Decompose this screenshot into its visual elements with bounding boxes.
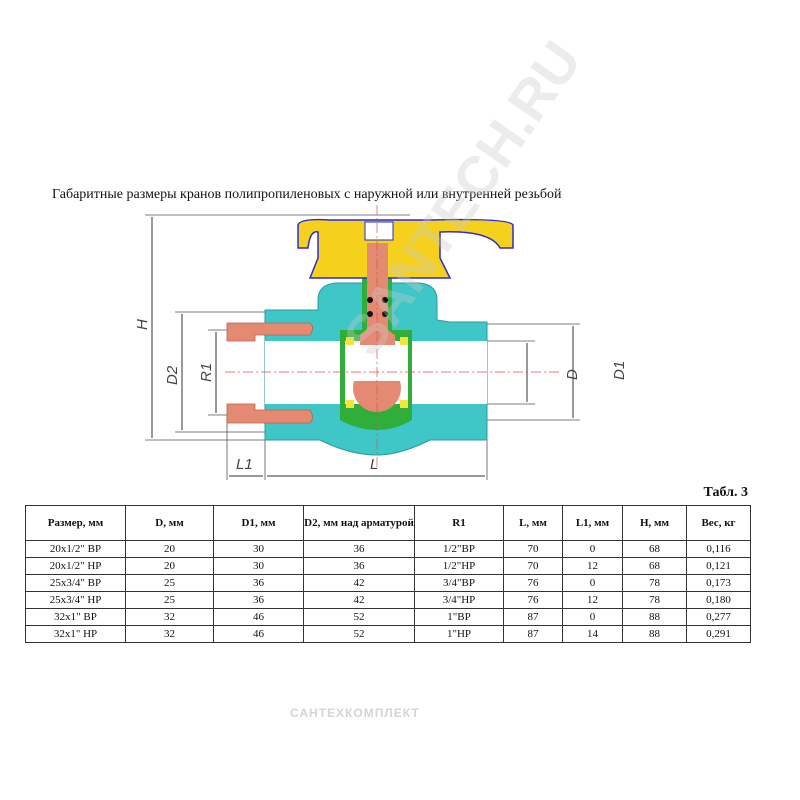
table-cell: 68 bbox=[622, 540, 687, 558]
table-cell: 0,116 bbox=[686, 540, 751, 558]
table-cell: 70 bbox=[503, 557, 563, 575]
dimension-lines bbox=[151, 217, 574, 477]
document-title: Габаритные размеры кранов полипропиленов… bbox=[52, 187, 562, 202]
table-cell: 68 bbox=[622, 557, 687, 575]
table-cell: 1/2"ВР bbox=[414, 540, 504, 558]
table-cell: 14 bbox=[562, 625, 623, 643]
seat bbox=[346, 337, 354, 345]
table-cell: 25x3/4" НР bbox=[25, 591, 126, 609]
header-cell: R1 bbox=[414, 505, 504, 541]
center-lines bbox=[225, 205, 560, 470]
table-cell: 20x1/2" ВР bbox=[25, 540, 126, 558]
header-cell: L, мм bbox=[503, 505, 563, 541]
table-cell: 20x1/2" НР bbox=[25, 557, 126, 575]
header-cell: D2, мм над арматурой bbox=[303, 505, 415, 541]
header-cell: Размер, мм bbox=[25, 505, 126, 541]
table-cell: 0,277 bbox=[686, 608, 751, 626]
table-cell: 32 bbox=[125, 608, 214, 626]
table-caption: Табл. 3 bbox=[703, 485, 749, 500]
table-cell: 0 bbox=[562, 608, 623, 626]
table-cell: 12 bbox=[562, 591, 623, 609]
header-cell: L1, мм bbox=[562, 505, 623, 541]
table-cell: 20 bbox=[125, 540, 214, 558]
table-cell: 88 bbox=[622, 608, 687, 626]
table-cell: 12 bbox=[562, 557, 623, 575]
table-cell: 46 bbox=[213, 608, 304, 626]
table-cell: 0 bbox=[562, 574, 623, 592]
label-D2: D2 bbox=[164, 365, 181, 385]
stem bbox=[360, 243, 395, 345]
watermark-logo: САНТЕХКОМПЛЕКТ bbox=[290, 706, 420, 720]
table-cell: 25 bbox=[125, 591, 214, 609]
table-cell: 36 bbox=[303, 540, 415, 558]
table-cell: 88 bbox=[622, 625, 687, 643]
label-L: L bbox=[370, 456, 378, 473]
table-cell: 87 bbox=[503, 608, 563, 626]
table-cell: 32x1" НР bbox=[25, 625, 126, 643]
table-cell: 20 bbox=[125, 557, 214, 575]
threaded-nipple bbox=[226, 322, 313, 424]
table-cell: 78 bbox=[622, 591, 687, 609]
table-cell: 25 bbox=[125, 574, 214, 592]
label-R1: R1 bbox=[198, 363, 215, 382]
table-cell: 32 bbox=[125, 625, 214, 643]
table-header-row: Размер, мм D, мм D1, мм D2, мм над армат… bbox=[25, 505, 751, 541]
table-cell: 52 bbox=[303, 625, 415, 643]
table-cell: 42 bbox=[303, 591, 415, 609]
table-cell: 32x1" ВР bbox=[25, 608, 126, 626]
label-H: H bbox=[134, 319, 151, 330]
table-cell: 3/4"НР bbox=[414, 591, 504, 609]
header-cell: D, мм bbox=[125, 505, 214, 541]
table-cell: 0,121 bbox=[686, 557, 751, 575]
table-cell: 76 bbox=[503, 591, 563, 609]
table-cell: 25x3/4" ВР bbox=[25, 574, 126, 592]
label-L1: L1 bbox=[236, 456, 253, 473]
table-cell: 0,180 bbox=[686, 591, 751, 609]
table-cell: 87 bbox=[503, 625, 563, 643]
label-D: D bbox=[564, 369, 581, 380]
table-cell: 52 bbox=[303, 608, 415, 626]
table-cell: 1/2"НР bbox=[414, 557, 504, 575]
header-cell: D1, мм bbox=[213, 505, 304, 541]
table-cell: 0,291 bbox=[686, 625, 751, 643]
label-D1: D1 bbox=[611, 361, 628, 380]
header-cell: H, мм bbox=[622, 505, 687, 541]
table-cell: 36 bbox=[303, 557, 415, 575]
table-cell: 1"ВР bbox=[414, 608, 504, 626]
table-cell: 30 bbox=[213, 540, 304, 558]
dimensions-table: Размер, мм D, мм D1, мм D2, мм над армат… bbox=[25, 505, 751, 643]
table-cell: 36 bbox=[213, 574, 304, 592]
table-cell: 46 bbox=[213, 625, 304, 643]
table-cell: 78 bbox=[622, 574, 687, 592]
handle bbox=[297, 218, 514, 279]
table-cell: 70 bbox=[503, 540, 563, 558]
table-cell: 1"НР bbox=[414, 625, 504, 643]
table-cell: 30 bbox=[213, 557, 304, 575]
table-cell: 0 bbox=[562, 540, 623, 558]
header-cell: Вес, кг bbox=[686, 505, 751, 541]
table-cell: 3/4"ВР bbox=[414, 574, 504, 592]
table-cell: 76 bbox=[503, 574, 563, 592]
table-cell: 42 bbox=[303, 574, 415, 592]
table-cell: 0,173 bbox=[686, 574, 751, 592]
table-cell: 36 bbox=[213, 591, 304, 609]
